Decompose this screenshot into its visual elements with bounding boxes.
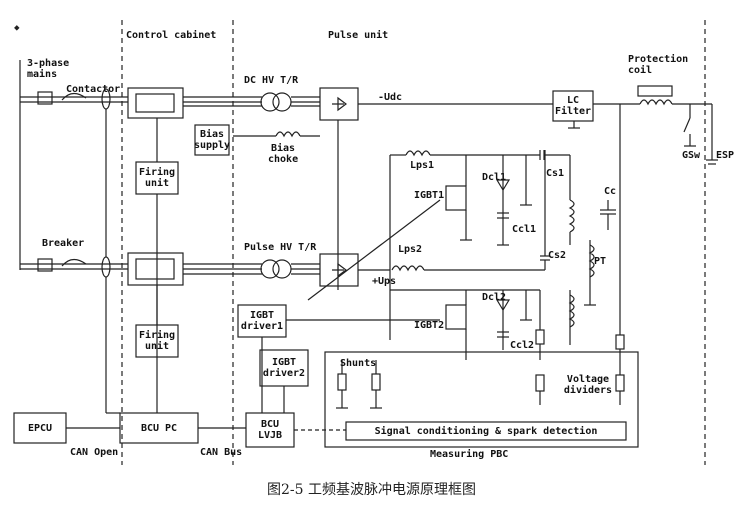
lps2-label: Lps2 [398, 244, 423, 255]
lc-filter-box [552, 90, 594, 122]
ccl2-label: Ccl2 [510, 340, 535, 351]
can-bus-label: CAN Bus [200, 447, 243, 458]
firing-unit-top-text: Firing unit [138, 167, 176, 189]
bias-choke-label: Bias choke [268, 143, 299, 165]
firing-unit-bottom-text: Firing unit [138, 330, 176, 352]
pulse-unit-label: Pulse unit [328, 30, 389, 41]
ccl1-label: Ccl1 [512, 224, 537, 235]
cc-label: Cc [604, 186, 617, 197]
dc-transformer-secondary [272, 92, 292, 112]
ups-label: +Ups [372, 276, 397, 287]
dcl2-label: Dcl2 [482, 292, 507, 303]
igbt2-label: IGBT2 [414, 320, 445, 331]
circuit-diagram: ⬥ [13, 20, 718, 465]
measuring-pbc-box [324, 351, 639, 448]
figure-caption: 图2-5 工频基波脉冲电源原理框图 [267, 482, 476, 498]
lps1-label: Lps1 [410, 160, 435, 171]
control-cabinet-label: Control cabinet [126, 30, 217, 41]
dc-tr-label: DC HV T/R [244, 75, 299, 86]
svg-text:⬥: ⬥ [14, 23, 20, 32]
pt-label: PT [594, 256, 607, 267]
voltage-dividers-text: Voltage dividers [563, 374, 613, 396]
esp-label: ESP [716, 150, 735, 161]
breaker-label: Breaker [42, 238, 85, 249]
igbt2-symbol [445, 304, 467, 330]
igbt1-symbol [445, 185, 467, 211]
dcl1-label: Dcl1 [482, 172, 507, 183]
pulse-transformer-primary [260, 259, 280, 279]
udc-label: -Udc [378, 92, 403, 103]
signal-conditioning-box [345, 421, 627, 441]
protection-coil-label: Protection coil [628, 54, 689, 76]
epcu-text: EPCU [27, 422, 53, 434]
shunts-label: Shunts [340, 358, 377, 369]
can-open-label: CAN Open [70, 447, 119, 458]
pulse-transformer-secondary [272, 259, 292, 279]
breaker-switch [37, 258, 53, 272]
protection-coil [637, 85, 673, 97]
igbt1-label: IGBT1 [414, 190, 445, 201]
pulse-tr-label: Pulse HV T/R [244, 242, 317, 253]
igbt-driver2-text: IGBT driver2 [262, 357, 306, 379]
cs1-label: Cs1 [546, 168, 565, 179]
bcu-pc-text: BCU PC [140, 422, 178, 434]
contactor-switch [37, 91, 53, 105]
bcu-lvjb-text: BCU LVJB [257, 419, 283, 441]
cs2-label: Cs2 [548, 250, 567, 261]
gsw-label: GSw [682, 150, 701, 161]
bias-supply-box [194, 124, 230, 156]
bias-supply-text: Bias supply [193, 129, 231, 151]
measuring-pbc-label: Measuring PBC [430, 449, 509, 460]
contactor-label: Contactor [66, 84, 121, 95]
lc-filter-text: LC Filter [554, 95, 592, 117]
mains-label: 3-phase mains [27, 58, 70, 80]
thyristor-bridge-top [127, 87, 184, 119]
igbt-driver1-text: IGBT driver1 [240, 310, 284, 332]
dc-transformer-primary [260, 92, 280, 112]
signal-conditioning-text: Signal conditioning & spark detection [374, 425, 598, 437]
